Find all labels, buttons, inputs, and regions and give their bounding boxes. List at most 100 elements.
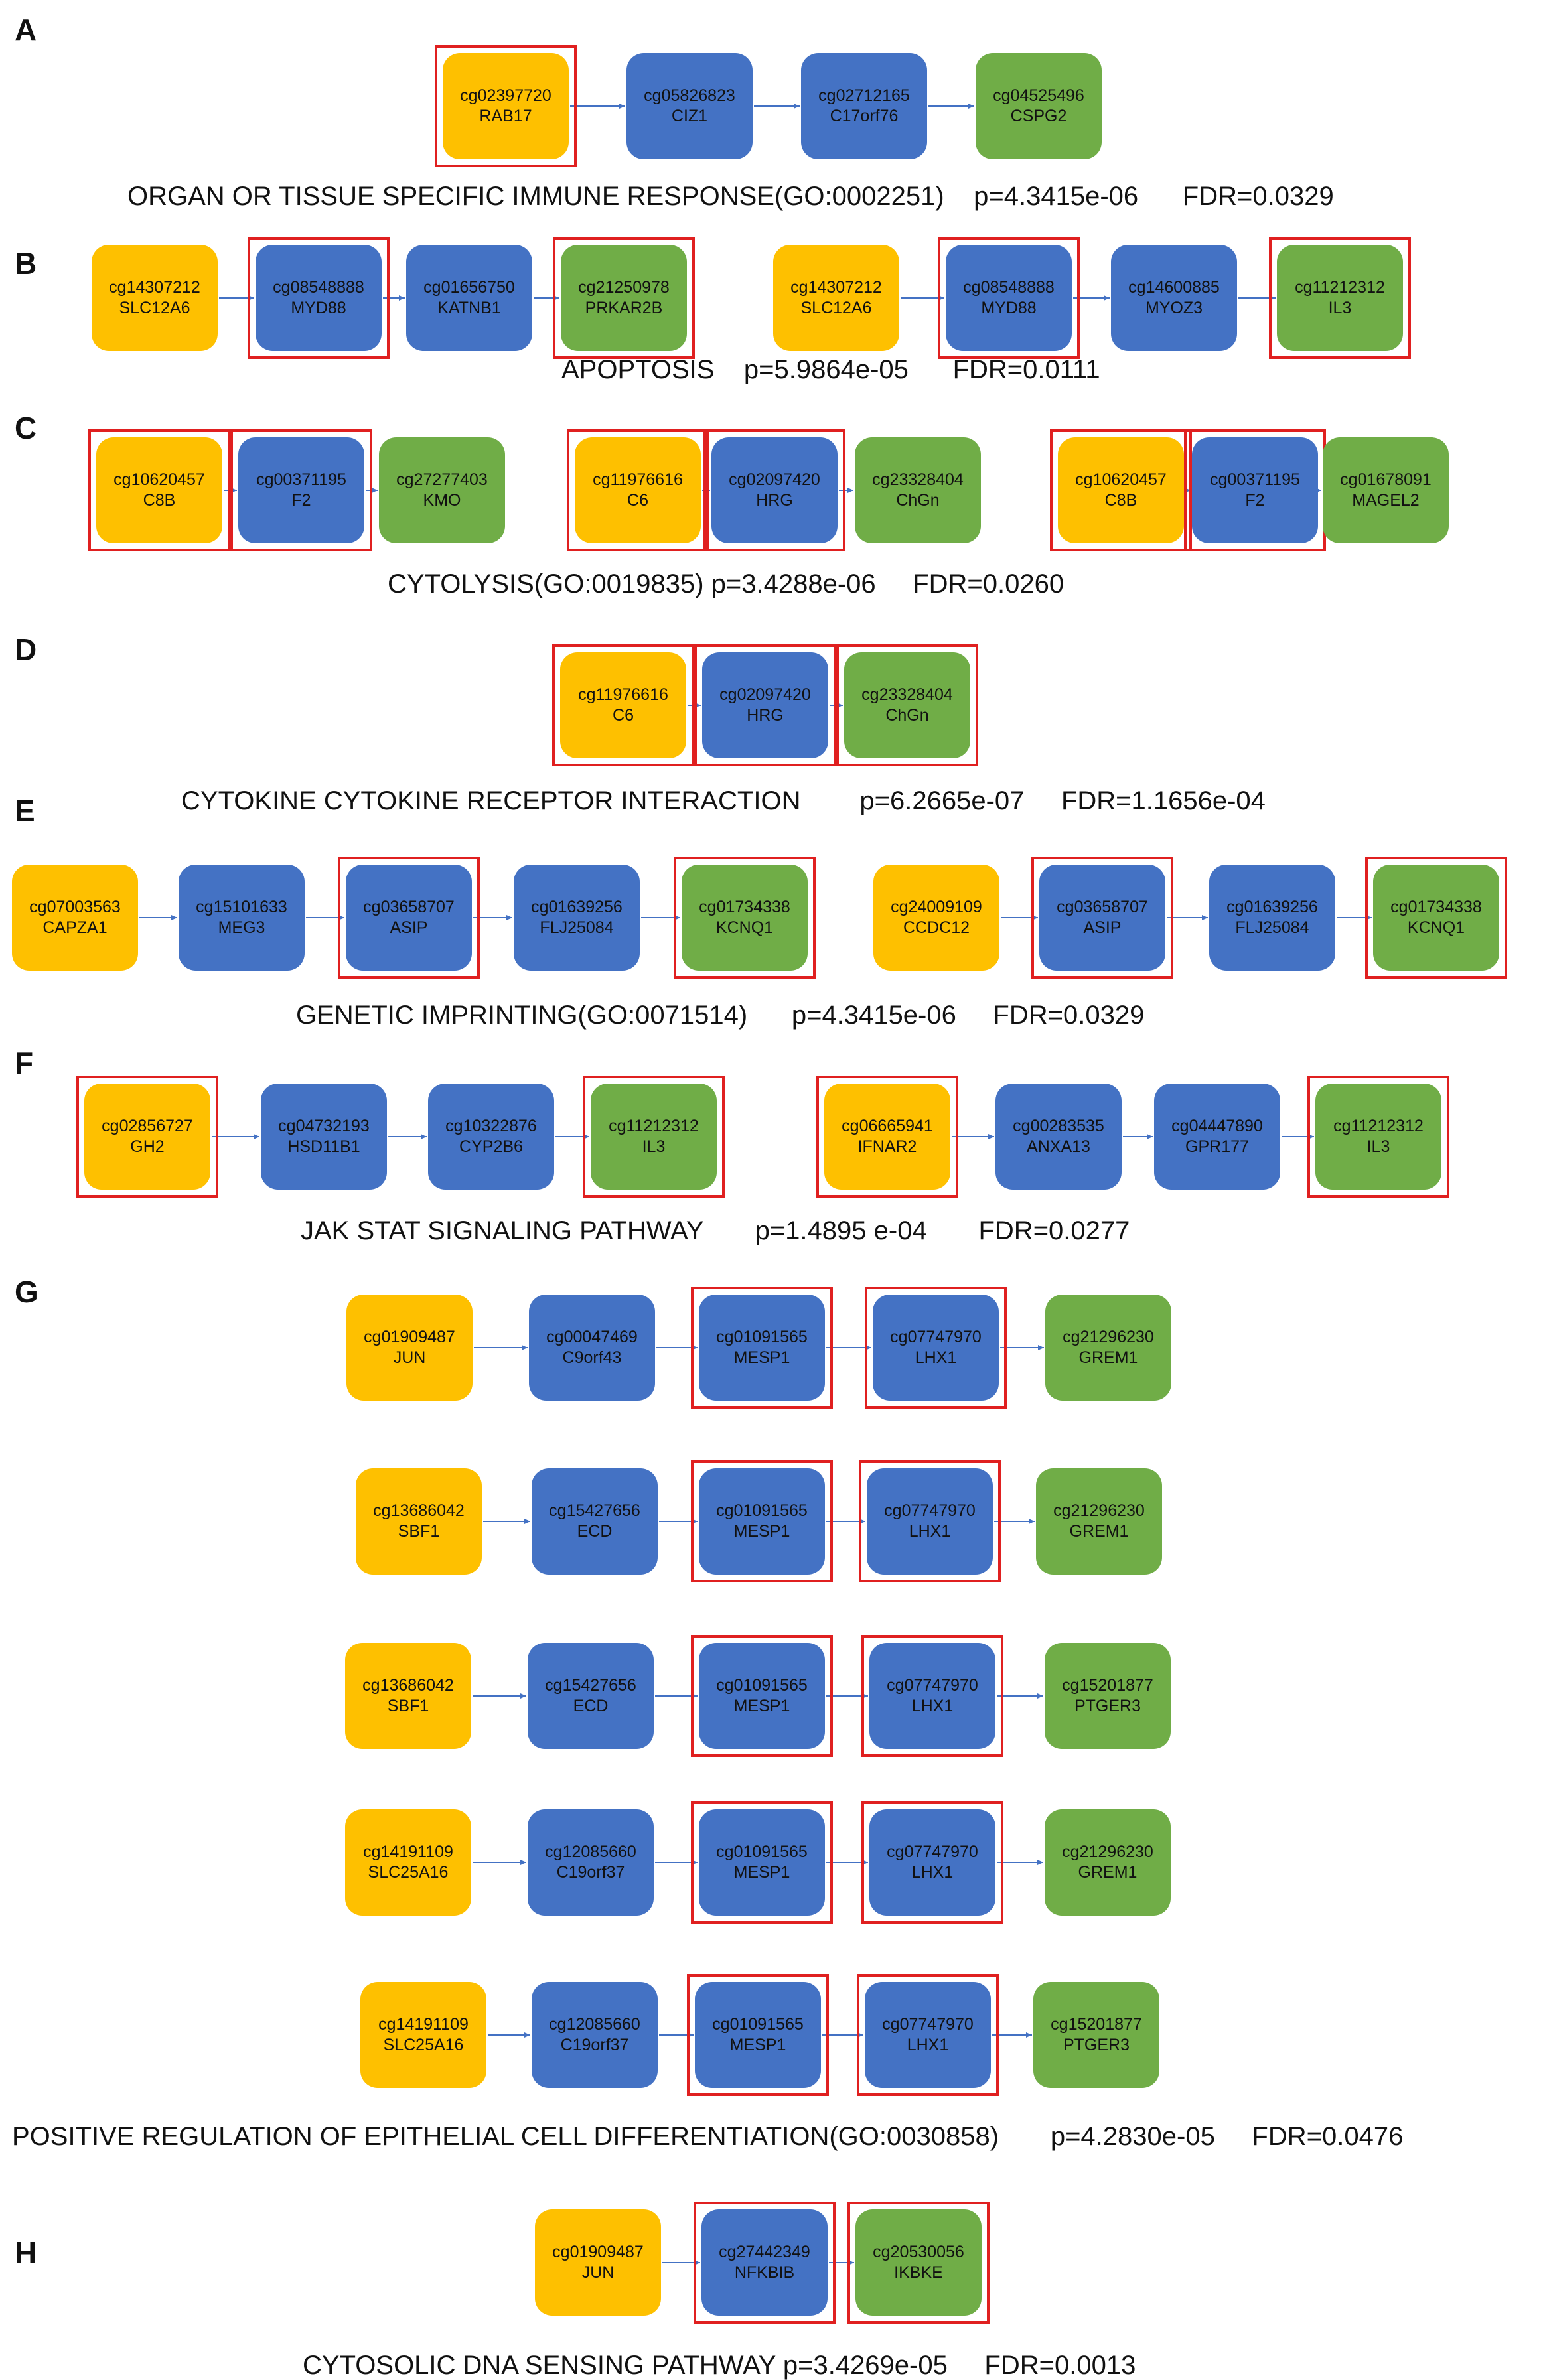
node-probe-id: cg01734338	[699, 897, 790, 916]
node-gene-name: HSD11B1	[287, 1137, 360, 1156]
node-probe-id: cg27442349	[719, 2242, 810, 2261]
node-gene-name: CSPG2	[1010, 107, 1067, 125]
node-gene-name: MESP1	[733, 1522, 790, 1541]
node-probe-id: cg11212312	[1333, 1116, 1424, 1135]
node-gene-name: MYD88	[291, 299, 346, 317]
node-gene-name: LHX1	[911, 1863, 954, 1882]
node-gene-name: SBF1	[398, 1522, 440, 1541]
node-probe-id: cg15427656	[549, 1501, 640, 1520]
node-gene-name: SLC25A16	[368, 1863, 449, 1882]
node-gene-name: PTGER3	[1063, 2036, 1130, 2054]
node-probe-id: cg12085660	[545, 1842, 636, 1861]
node-probe-id: cg07747970	[890, 1327, 982, 1346]
node-probe-id: cg27277403	[396, 470, 488, 489]
node-gene-name: F2	[1245, 491, 1265, 510]
node-probe-id: cg04732193	[278, 1116, 370, 1135]
node-probe-id: cg14191109	[378, 2014, 469, 2034]
node-gene-name: MEG3	[218, 918, 265, 937]
node-gene-name: GPR177	[1185, 1137, 1249, 1156]
node-gene-name: LHX1	[915, 1348, 957, 1367]
node-probe-id: cg01909487	[552, 2242, 644, 2261]
node-probe-id: cg10620457	[113, 470, 205, 489]
panel-label-f: F	[15, 1046, 34, 1080]
node-gene-name: MYD88	[981, 299, 1037, 317]
node-probe-id: cg03658707	[363, 897, 455, 916]
node-gene-name: JUN	[393, 1348, 426, 1367]
node-probe-id: cg00283535	[1013, 1116, 1104, 1135]
node-gene-name: F2	[291, 491, 311, 510]
node-gene-name: IFNAR2	[857, 1137, 917, 1156]
node-gene-name: FLJ25084	[1235, 918, 1309, 937]
node-probe-id: cg13686042	[373, 1501, 465, 1520]
node-gene-name: CCDC12	[903, 918, 970, 937]
node-gene-name: ECD	[577, 1522, 613, 1541]
node-gene-name: MESP1	[733, 1348, 790, 1367]
node-gene-name: PTGER3	[1074, 1697, 1141, 1715]
node-gene-name: C6	[613, 706, 634, 725]
node-probe-id: cg21296230	[1053, 1501, 1145, 1520]
node-probe-id: cg00371195	[1210, 470, 1300, 489]
node-gene-name: IKBKE	[894, 2263, 943, 2282]
node-probe-id: cg07747970	[882, 2014, 974, 2034]
node-probe-id: cg21296230	[1063, 1327, 1154, 1346]
node-probe-id: cg10322876	[445, 1116, 537, 1135]
node-probe-id: cg06665941	[842, 1116, 933, 1135]
node-gene-name: SLC12A6	[800, 299, 872, 317]
panel-caption-h: CYTOSOLIC DNA SENSING PATHWAY p=3.4269e-…	[303, 2351, 1136, 2380]
node-gene-name: MESP1	[733, 1863, 790, 1882]
node-probe-id: cg01734338	[1390, 897, 1482, 916]
node-probe-id: cg21296230	[1062, 1842, 1153, 1861]
node-gene-name: GH2	[130, 1137, 165, 1156]
node-gene-name: PRKAR2B	[585, 299, 663, 317]
panel-caption-b: APOPTOSIS p=5.9864e-05 FDR=0.0111	[561, 355, 1100, 384]
node-gene-name: SLC25A16	[383, 2036, 464, 2054]
node-probe-id: cg00371195	[256, 470, 346, 489]
node-gene-name: C6	[627, 491, 648, 510]
node-gene-name: KCNQ1	[1407, 918, 1465, 937]
node-probe-id: cg01656750	[423, 277, 515, 297]
node-gene-name: IL3	[1328, 299, 1352, 317]
node-probe-id: cg23328404	[861, 685, 953, 704]
node-gene-name: ECD	[573, 1697, 609, 1715]
node-gene-name: JUN	[581, 2263, 615, 2282]
panel-label-g: G	[15, 1275, 38, 1309]
node-probe-id: cg01091565	[712, 2014, 804, 2034]
node-probe-id: cg11212312	[1295, 277, 1385, 297]
node-gene-name: MYOZ3	[1145, 299, 1203, 317]
panel-caption-a: ORGAN OR TISSUE SPECIFIC IMMUNE RESPONSE…	[127, 182, 1334, 211]
node-probe-id: cg04525496	[993, 86, 1084, 105]
node-gene-name: ASIP	[390, 918, 428, 937]
node-gene-name: ASIP	[1083, 918, 1122, 937]
node-gene-name: FLJ25084	[540, 918, 614, 937]
node-probe-id: cg10620457	[1075, 470, 1167, 489]
node-probe-id: cg01639256	[1226, 897, 1318, 916]
